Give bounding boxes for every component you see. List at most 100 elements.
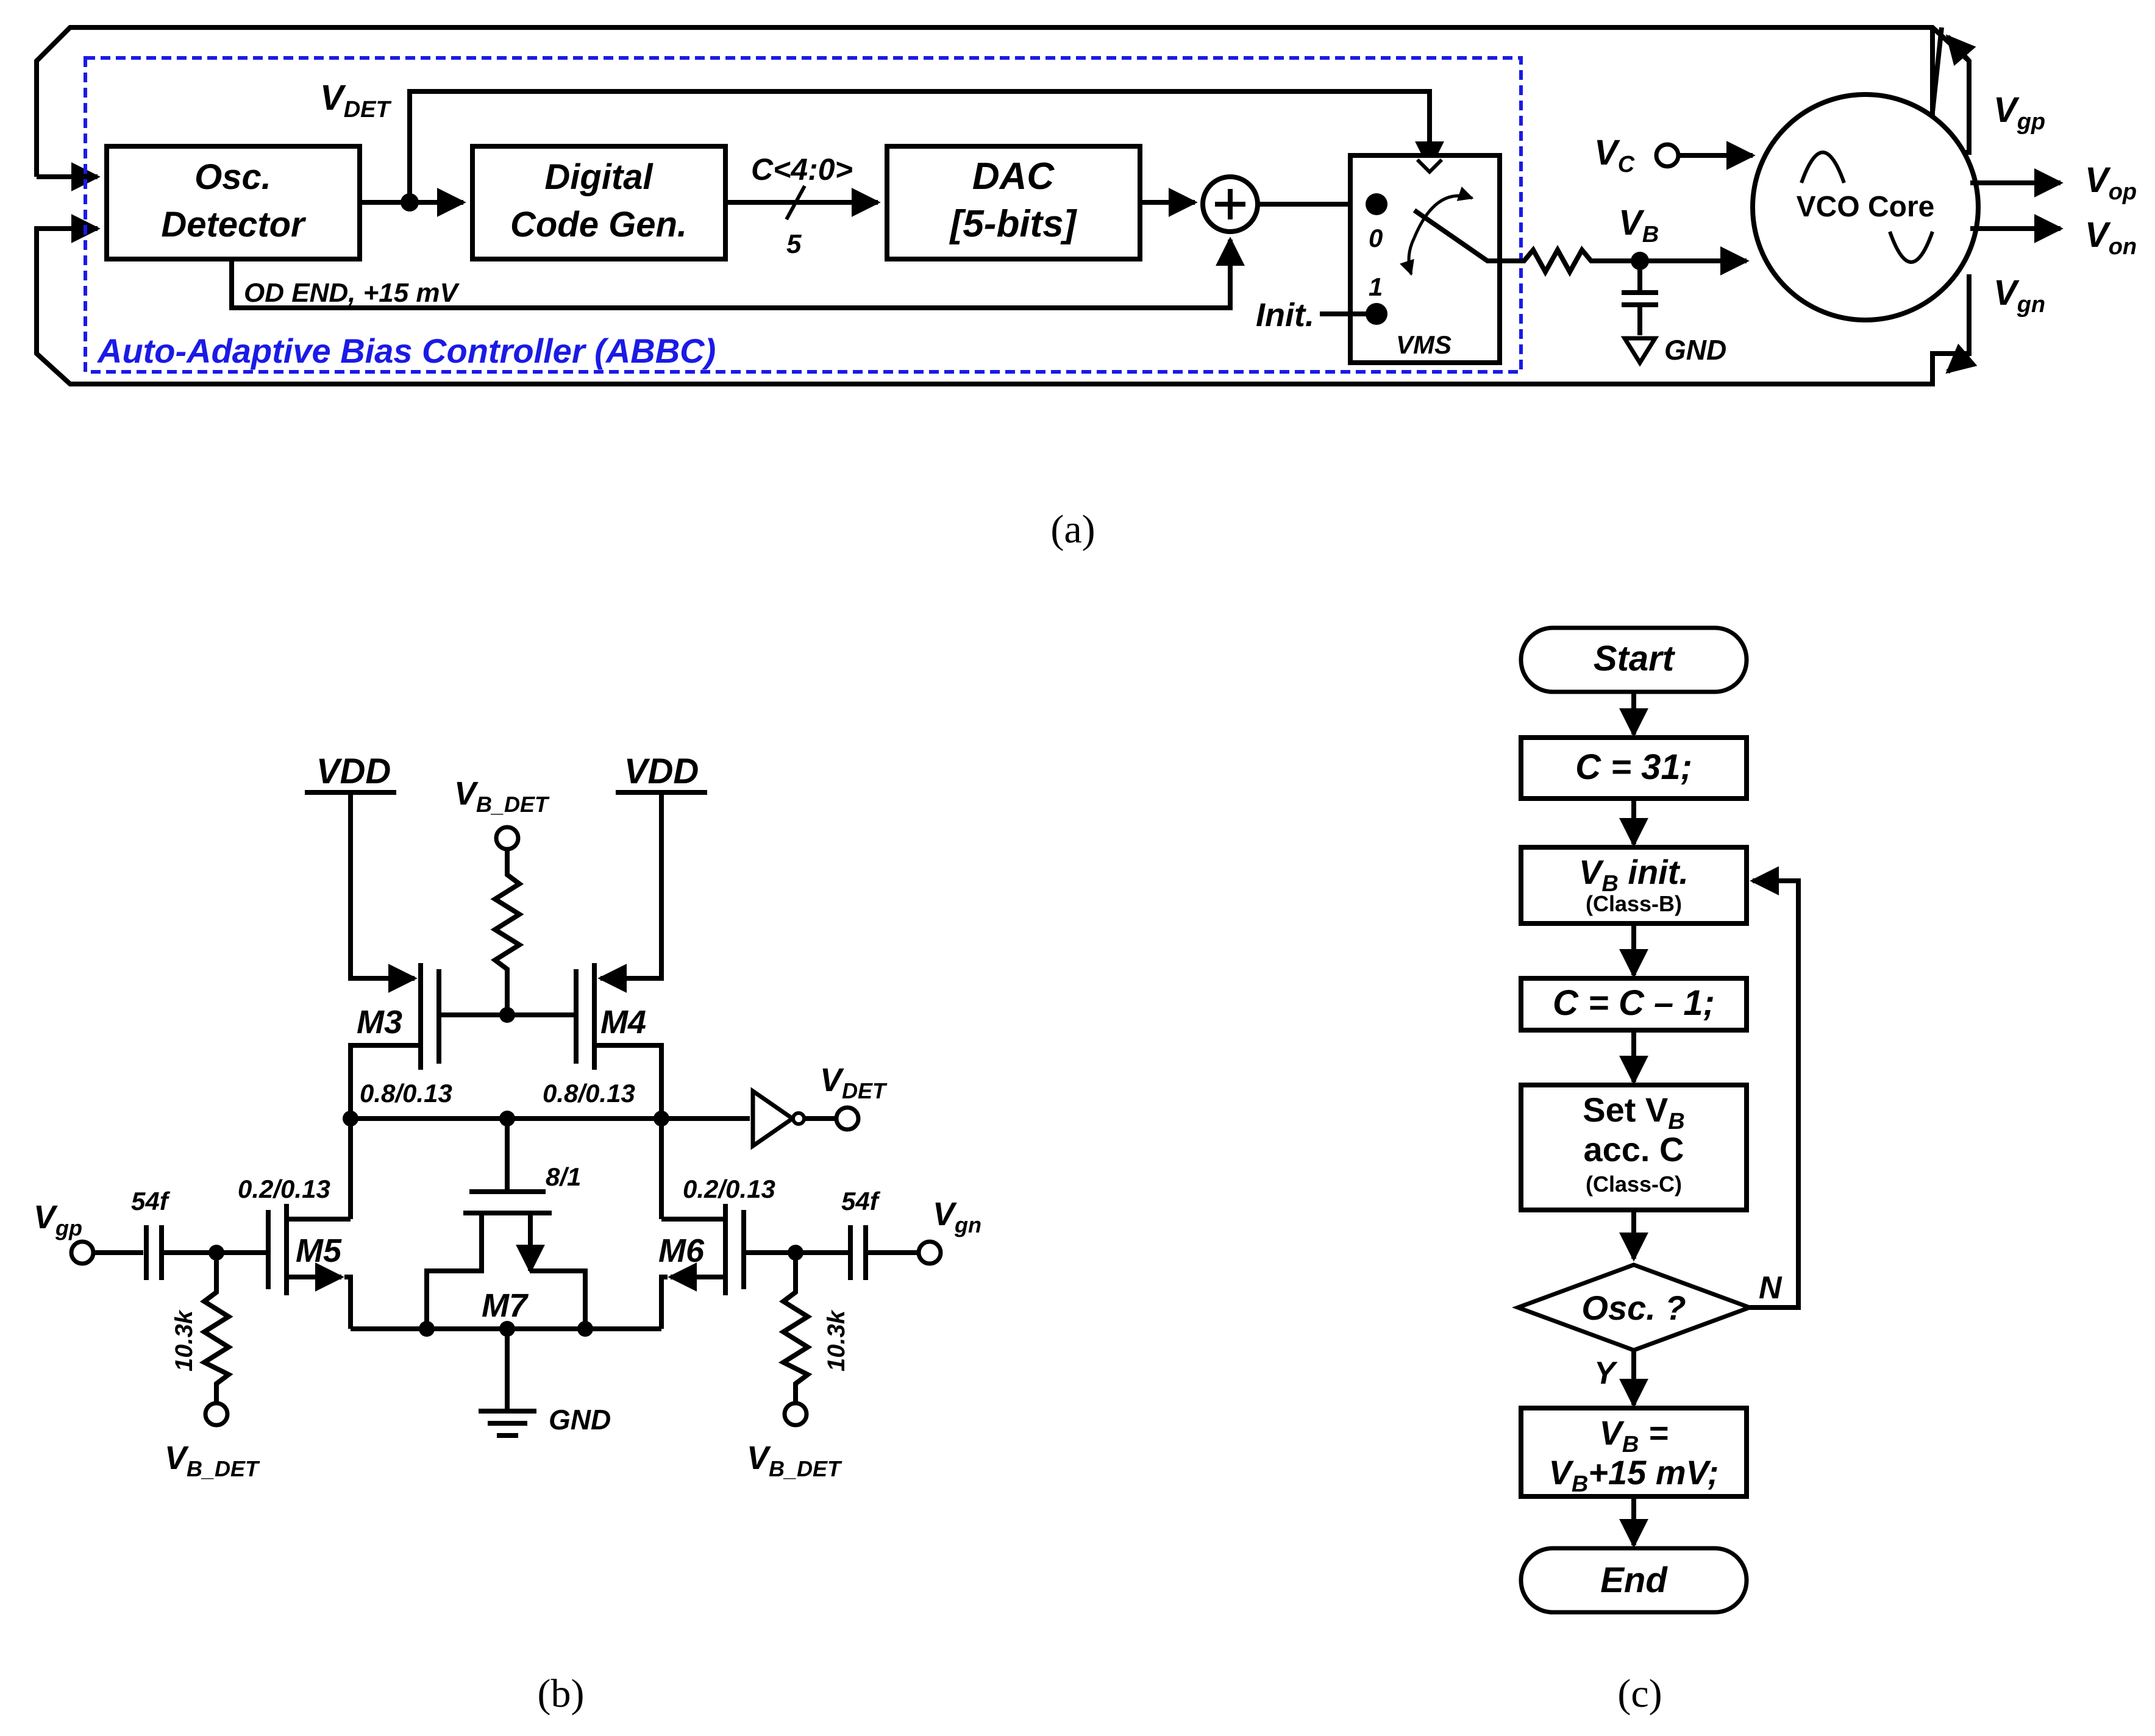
- flow-end: [1519, 1546, 1749, 1615]
- flow-set-vb-line1: Set VB: [1583, 1090, 1685, 1134]
- m7-label: M7: [482, 1287, 529, 1324]
- vms-arc-down: [1400, 237, 1416, 276]
- vb-label-a: VB: [1619, 203, 1659, 247]
- vco-core-circle: [1750, 92, 1981, 322]
- von-label: Von: [2085, 215, 2137, 260]
- vms-block: [1348, 153, 1502, 365]
- vms-switch-arm: [1412, 208, 1500, 263]
- caption-a: (a): [1050, 507, 1095, 552]
- gnd-label-b: GND: [549, 1404, 611, 1435]
- cap-left-label: 54f: [131, 1187, 171, 1215]
- m6-size: 0.2/0.13: [683, 1175, 775, 1203]
- flow-set-vb-note: (Class-C): [1586, 1172, 1682, 1197]
- flow-decision-label: Osc. ?: [1581, 1289, 1686, 1327]
- vb-det-left-label: VB_DET: [165, 1440, 260, 1481]
- gnd-symbol-a: [1620, 336, 1659, 367]
- flow-vb-init-note: (Class-B): [1586, 891, 1682, 916]
- vdet-label-b: VDET: [820, 1062, 888, 1103]
- res-right: [778, 1253, 813, 1402]
- vgn-terminal-b: [916, 1239, 943, 1266]
- vco-sine-top: [1800, 151, 1846, 183]
- flow-set-vb-line2: acc. C: [1584, 1130, 1684, 1169]
- vc-label: VC: [1594, 133, 1635, 177]
- flow-cdec: [1519, 976, 1749, 1033]
- vgn-arrow-bottom: [1945, 343, 1978, 374]
- source-node-left: [419, 1321, 435, 1337]
- dac-line2: [5-bits]: [949, 203, 1078, 245]
- vdd-left-label: VDD: [316, 752, 391, 791]
- flow-set-vb: [1519, 1083, 1749, 1212]
- vco-sine-bottom: [1888, 231, 1934, 264]
- vgp-label-b: Vgp: [34, 1199, 82, 1240]
- vgn-label-a: Vgn: [1993, 273, 2045, 318]
- m3-label: M3: [357, 1004, 402, 1041]
- vb-det-left-terminal: [203, 1401, 230, 1428]
- vdet-to-vms: [407, 89, 1444, 202]
- figure-a: Auto-Adaptive Bias Controller (ABBC) Osc…: [34, 25, 2137, 552]
- vms-input1-label: 1: [1369, 272, 1383, 301]
- flow-c31: [1519, 735, 1749, 801]
- vop-label: Vop: [2085, 160, 2137, 205]
- flow-cdec-label: C = C – 1;: [1553, 983, 1715, 1023]
- vco-core-label: VCO Core: [1797, 191, 1935, 223]
- flow-c31-label: C = 31;: [1575, 747, 1692, 787]
- inverter-bubble: [791, 1111, 806, 1126]
- flow-end-label: End: [1600, 1560, 1668, 1600]
- m3-source-wire: [348, 792, 418, 993]
- bus-label: C<4:0>: [751, 152, 853, 187]
- flow-start-label: Start: [1594, 639, 1676, 678]
- osc-detector-line2: Detector: [161, 205, 307, 244]
- flow-yes-label: Y: [1594, 1356, 1618, 1391]
- figure-c: Start C = 31; VB init. (Class-B) C = C –…: [1511, 625, 1801, 1716]
- cap-right-label: 54f: [841, 1187, 881, 1215]
- figure-b: VDD VDD M3 0.8/0.13 M4 0.8/0.13 VB_DET: [34, 752, 981, 1716]
- od-end-label: OD END, +15 mV: [244, 278, 460, 308]
- flow-vb-init-label: VB init.: [1579, 853, 1689, 897]
- vb-det-top-terminal: [494, 825, 521, 852]
- init-label: Init.: [1256, 297, 1314, 333]
- vb-det-top-label: VB_DET: [454, 775, 550, 817]
- flow-vb-final-line1: VB =: [1599, 1414, 1668, 1457]
- vms-input0-dot: [1366, 193, 1387, 215]
- bus-width: 5: [786, 229, 802, 259]
- res-left: [199, 1253, 233, 1402]
- m6-label: M6: [658, 1233, 705, 1269]
- vb-resistor: [1500, 244, 1634, 277]
- vdd-right-label: VDD: [624, 752, 699, 791]
- m7-right-wire: [530, 1268, 588, 1329]
- m4-label: M4: [600, 1004, 646, 1041]
- vdet-label-a: VDET: [320, 78, 391, 123]
- gnd-label-a: GND: [1664, 334, 1726, 366]
- abbc-label: Auto-Adaptive Bias Controller (ABBC): [96, 332, 716, 370]
- vb-det-right-terminal: [782, 1401, 809, 1428]
- res-left-label: 10.3k: [171, 1309, 198, 1371]
- vms-arc-up: [1412, 187, 1474, 238]
- m4-source-wire: [597, 792, 664, 993]
- res-right-label: 10.3k: [823, 1309, 850, 1371]
- abbc-boundary: [84, 56, 1523, 374]
- flow-vb-final: [1519, 1406, 1749, 1499]
- flow-no-label: N: [1759, 1270, 1783, 1306]
- m7-left-wire: [424, 1213, 484, 1329]
- m4-size: 0.8/0.13: [543, 1079, 635, 1108]
- vb-det-right-label: VB_DET: [747, 1440, 842, 1481]
- m5-size: 0.2/0.13: [238, 1175, 330, 1203]
- dac-line1: DAC: [972, 155, 1055, 197]
- digital-code-gen-line2: Code Gen.: [510, 205, 687, 244]
- m3-drain-wire: [348, 1043, 421, 1119]
- inverter-triangle: [750, 1087, 797, 1150]
- m5-source-wire: [344, 1275, 353, 1329]
- vms-control-notch: [1416, 158, 1444, 175]
- vms-input0-label: 0: [1369, 224, 1383, 252]
- osc-detector-line1: Osc.: [194, 157, 271, 197]
- vms-label: VMS: [1396, 330, 1452, 359]
- vgp-terminal-b: [69, 1239, 96, 1266]
- m4-drain-wire: [594, 1043, 664, 1119]
- m6-source-wire: [659, 1275, 668, 1329]
- m3-size: 0.8/0.13: [360, 1079, 452, 1108]
- m7-size: 8/1: [546, 1162, 581, 1191]
- vgp-label-a: Vgp: [1993, 90, 2045, 135]
- vgn-label-b: Vgn: [933, 1196, 981, 1237]
- caption-b: (b): [538, 1671, 585, 1716]
